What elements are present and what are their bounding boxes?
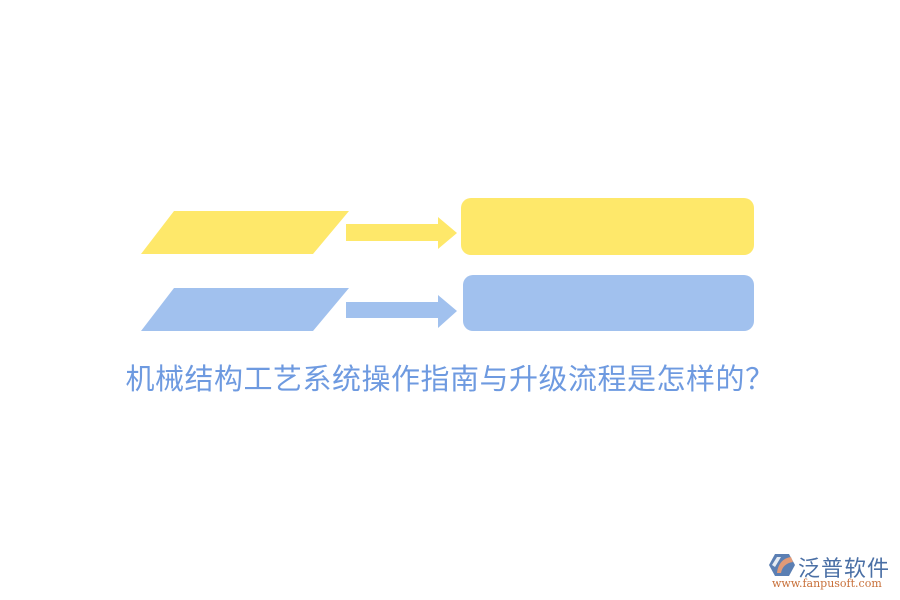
blue-parallelogram: [141, 288, 349, 331]
logo-url: www.fanpusoft.com: [772, 577, 882, 590]
fanpu-logo-icon: [769, 554, 795, 576]
yellow-rounded-box: [461, 198, 754, 255]
logo-name: 泛普软件: [798, 557, 891, 582]
fanpusoft-logo: 泛普软件 www.fanpusoft.com: [768, 551, 893, 591]
blue-arrow-icon: [346, 295, 457, 328]
yellow-parallelogram: [141, 211, 349, 254]
yellow-arrow-icon: [346, 217, 457, 249]
blue-rounded-box: [463, 275, 754, 331]
page-title: 机械结构工艺系统操作指南与升级流程是怎样的？: [125, 362, 775, 396]
